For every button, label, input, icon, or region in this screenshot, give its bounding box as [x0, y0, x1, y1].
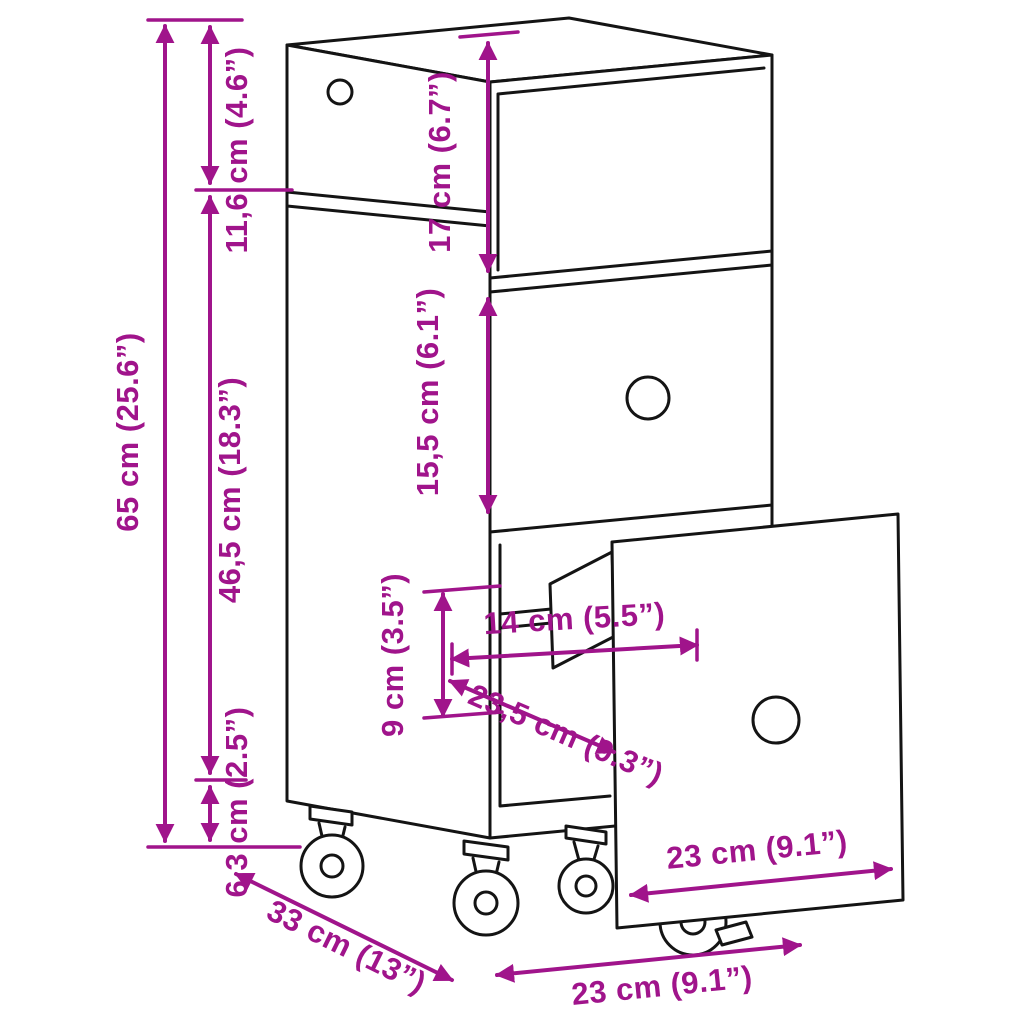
caster-wheel-mid-right — [557, 824, 615, 915]
caster-hub — [319, 853, 345, 879]
dim-label-drawer-front-height: 15,5 cm (6.1”) — [410, 288, 445, 497]
caster-wheel-front-corner — [452, 839, 520, 937]
dim-line-overall-width — [495, 937, 802, 983]
pulled-drawer-knob — [751, 695, 801, 745]
caster-plate — [462, 839, 510, 862]
extension-tick-bay-top — [422, 584, 502, 594]
caster-plate — [308, 804, 354, 827]
dim-label-depth: 33 cm (13”) — [262, 893, 432, 1001]
dim-line-drawer-depth-diagonal — [448, 679, 616, 754]
dim-label-top-section-height: 11,6 cm (4.6”) — [219, 47, 254, 254]
cable-hole — [326, 78, 354, 106]
dim-line-depth — [234, 872, 454, 982]
drawer-bay-interior — [498, 543, 614, 808]
side-panel-joint-lines — [285, 190, 492, 228]
dimension-lines — [146, 18, 893, 983]
caster-wheel-back-left — [299, 804, 365, 899]
cabinet-line-art — [285, 16, 905, 957]
dim-label-caster-height: 6,3 cm (2.5”) — [219, 707, 254, 898]
extension-tick-compartment-top — [458, 30, 520, 39]
dim-label-lower-section-height: 46,5 cm (18.3”) — [212, 377, 247, 603]
middle-drawer-bottom-edge — [488, 503, 774, 534]
caster-plate — [564, 824, 608, 846]
dim-line-pulled-drawer-width — [629, 861, 893, 903]
dim-label-bay-opening-height: 9 cm (3.5”) — [375, 573, 410, 737]
dim-label-top-compartment-height: 17 cm (6.7”) — [422, 71, 457, 253]
caster-hub — [574, 874, 598, 898]
middle-drawer-knob — [625, 375, 671, 421]
dim-label-overall-height: 65 cm (25.6”) — [110, 332, 145, 532]
dim-line-bay-opening-width — [450, 636, 699, 668]
caster-hub — [473, 890, 499, 916]
open-shelf-interior — [496, 66, 766, 272]
shelf-front-edge — [488, 249, 774, 294]
